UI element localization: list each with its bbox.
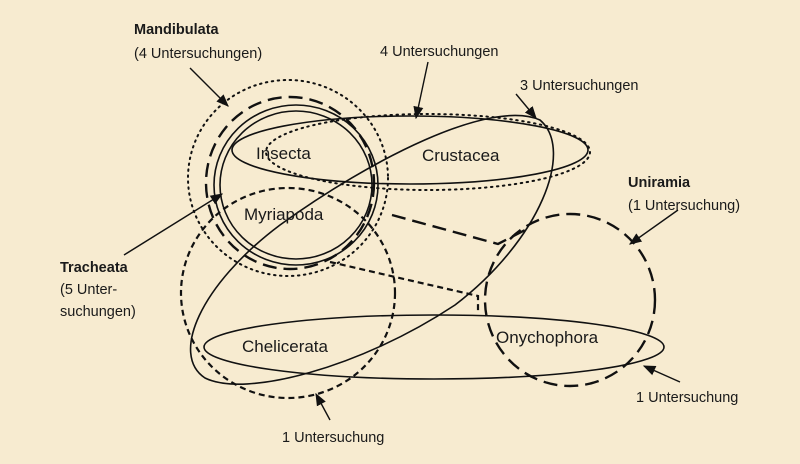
mandibulata-arrow	[189, 67, 229, 107]
label-tracheata-count-1: (5 Unter-	[60, 282, 117, 298]
bottom-one-study-arrow	[315, 392, 331, 421]
uniramia-connector-line	[391, 213, 526, 246]
annotation-three-studies: 3 Untersuchungen	[520, 78, 639, 94]
tracheata-outer-circle	[213, 104, 379, 266]
three-studies-arrow	[515, 93, 537, 119]
label-chelicerata: Chelicerata	[242, 337, 329, 356]
diagonal-solid-ellipse	[189, 114, 555, 385]
insecta-crustacea-solid-ellipse	[231, 115, 589, 185]
tracheata-arrow	[123, 193, 224, 256]
annotation-one-study-right: 1 Untersuchung	[636, 390, 738, 406]
mandibulata-dashed-circle	[204, 95, 376, 271]
myriapoda-chelicerata-short-dashed-circle	[179, 186, 397, 400]
annotation-one-study-bottom: 1 Untersuchung	[282, 430, 384, 446]
label-uniramia-count: (1 Untersuchung)	[628, 198, 740, 214]
label-mandibulata-count: (4 Untersuchungen)	[134, 46, 262, 62]
label-tracheata-count-2: suchungen)	[60, 304, 136, 320]
label-crustacea: Crustacea	[422, 146, 500, 165]
label-uniramia: Uniramia	[628, 175, 691, 191]
uniramia-dashed-circle	[483, 212, 657, 388]
chelicerata-onychophora-ellipse	[203, 314, 665, 380]
insecta-crustacea-dotted-ellipse	[265, 113, 591, 191]
label-insecta: Insecta	[256, 144, 311, 163]
label-myriapoda: Myriapoda	[244, 205, 324, 224]
myriapoda-onychophora-connector	[329, 260, 480, 312]
label-mandibulata: Mandibulata	[134, 22, 220, 38]
four-studies-arrow	[413, 61, 429, 120]
right-one-study-arrow	[642, 365, 681, 383]
tracheata-inner-circle	[219, 110, 373, 260]
annotation-four-studies: 4 Untersuchungen	[380, 44, 499, 60]
uniramia-arrow	[628, 209, 679, 245]
label-tracheata: Tracheata	[60, 260, 129, 276]
label-onychophora: Onychophora	[496, 328, 599, 347]
mandibulata-dotted-circle	[187, 79, 389, 277]
